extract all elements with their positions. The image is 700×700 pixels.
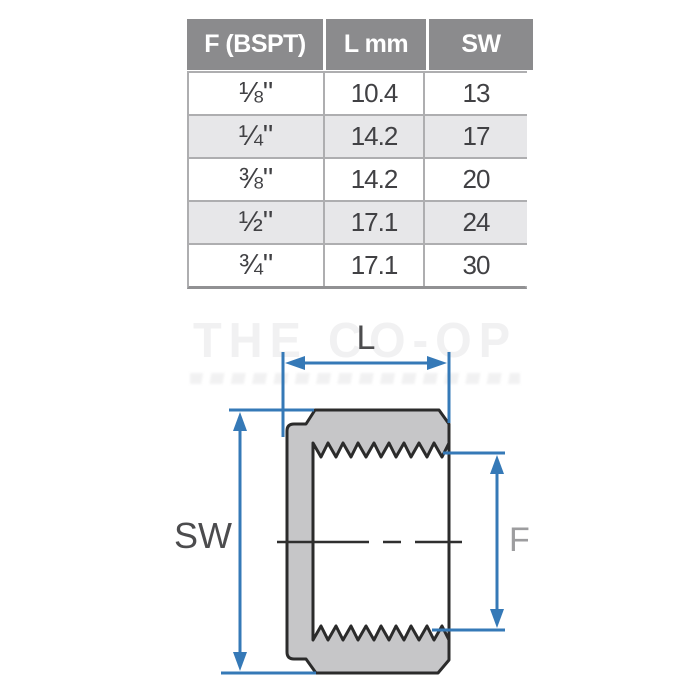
table-cell: 14.2 [325, 159, 423, 200]
watermark-tagline [190, 373, 520, 384]
column-header-sw: SW [429, 19, 533, 70]
table-cell: 14.2 [325, 116, 423, 157]
dimension-label-sw: SW [174, 515, 232, 556]
table-cell: ¼" [189, 116, 323, 157]
table-cell: ¾" [189, 245, 323, 286]
watermark-text: THE CO-OP [192, 311, 518, 368]
spec-table: F (BSPT) L mm SW ⅛" 10.4 13 ¼" 14.2 17 ⅜… [187, 19, 533, 289]
l-arrowhead-right [427, 356, 447, 370]
table-cell: 17.1 [325, 245, 423, 286]
table-header-row: F (BSPT) L mm SW [187, 19, 533, 70]
table-cell: 20 [425, 159, 527, 200]
l-arrowhead-left [285, 356, 305, 370]
dimension-l [281, 352, 451, 437]
table-cell: 10.4 [325, 73, 423, 114]
dimension-sw [221, 408, 316, 675]
f-arrowhead-top [490, 455, 504, 474]
f-arrowhead-bottom [490, 609, 504, 628]
watermark: THE CO-OP [175, 312, 535, 384]
column-header-f-bspt: F (BSPT) [187, 19, 323, 70]
table-cell: 30 [425, 245, 527, 286]
table-cell: 24 [425, 202, 527, 243]
sw-arrowhead-bottom [233, 652, 247, 671]
dimension-label-l: L [357, 319, 376, 357]
table-cell: ⅛" [189, 73, 323, 114]
sw-arrowhead-top [233, 412, 247, 431]
fitting-cavity-threads [311, 441, 451, 642]
dimension-label-f: F [509, 521, 530, 559]
table-cell: 17 [425, 116, 527, 157]
table-cell: 17.1 [325, 202, 423, 243]
table-cell: ½" [189, 202, 323, 243]
table-body: ⅛" 10.4 13 ¼" 14.2 17 ⅜" 14.2 20 ½" 17.1… [187, 71, 527, 289]
dimension-f [432, 451, 505, 632]
column-header-l-mm: L mm [326, 19, 426, 70]
table-cell: ⅜" [189, 159, 323, 200]
table-cell: 13 [425, 73, 527, 114]
